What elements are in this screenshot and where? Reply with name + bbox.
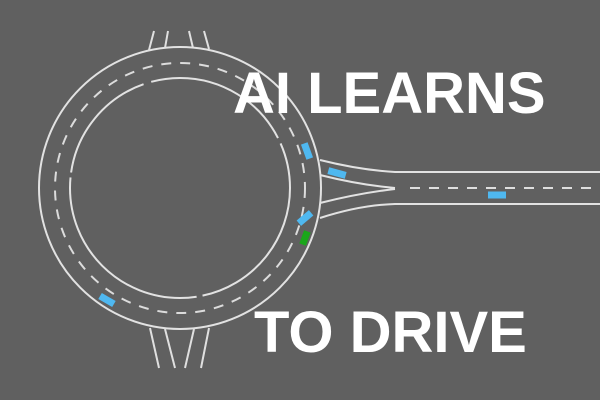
inner-ring-line [69, 77, 291, 299]
car-blue [327, 167, 347, 179]
top-entry-road [148, 30, 210, 51]
bottom-entry-road [149, 327, 210, 369]
roundabout [38, 46, 322, 330]
car-blue [98, 292, 116, 308]
title-line-2: TO DRIVE [254, 300, 527, 365]
car-blue [296, 210, 314, 226]
lane-dash-line [54, 62, 306, 314]
car-green [299, 230, 311, 246]
car-blue [300, 142, 314, 160]
outer-ring-line [38, 46, 322, 330]
cars [98, 142, 506, 308]
car-blue [488, 191, 506, 199]
right-exit-road [319, 159, 600, 219]
title-line-1: AI LEARNS [233, 61, 546, 126]
